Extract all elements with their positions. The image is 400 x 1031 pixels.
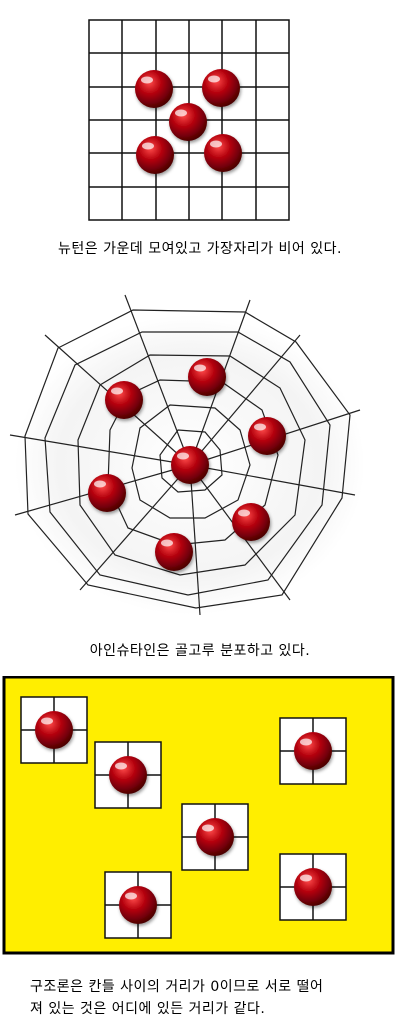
ball: [248, 417, 286, 455]
ball: [171, 446, 209, 484]
structure-caption-line1: 구조론은 칸들 사이의 거리가 0이므로 서로 떨어: [30, 979, 324, 995]
ball: [155, 533, 193, 571]
ball: [188, 358, 226, 396]
ball: [88, 474, 126, 512]
ball: [232, 503, 270, 541]
newton-balls: [135, 69, 242, 174]
ball: [169, 103, 207, 141]
ball-cell: [182, 804, 248, 870]
structure-caption: 구조론은 칸들 사이의 거리가 0이므로 서로 떨어 져 있는 것은 어디에 있…: [30, 976, 380, 1020]
ball-cell: [105, 872, 171, 938]
ball-cell: [21, 697, 87, 763]
einstein-panel: [0, 290, 400, 620]
ball: [135, 70, 173, 108]
spider-web: [9, 294, 361, 616]
ball-cell: [280, 854, 346, 920]
newton-panel: [0, 0, 400, 235]
ball: [204, 134, 242, 172]
structure-panel: [0, 676, 400, 956]
newton-grid-diagram: [88, 19, 290, 221]
einstein-web-diagram: [9, 294, 365, 616]
newton-caption: 뉴턴은 가운데 모여있고 가장자리가 비어 있다.: [58, 241, 342, 257]
ball: [202, 69, 240, 107]
ball-cell: [95, 742, 161, 808]
ball-cell: [280, 718, 346, 784]
structure-diagram: [2, 676, 395, 955]
structure-caption-line2: 져 있는 것은 어디에 있든 거리가 같다.: [30, 1001, 266, 1017]
einstein-caption: 아인슈타인은 골고루 분포하고 있다.: [89, 643, 311, 659]
ball: [136, 136, 174, 174]
ball: [105, 381, 143, 419]
newton-grid: [88, 19, 290, 221]
einstein-balls: [88, 358, 286, 571]
